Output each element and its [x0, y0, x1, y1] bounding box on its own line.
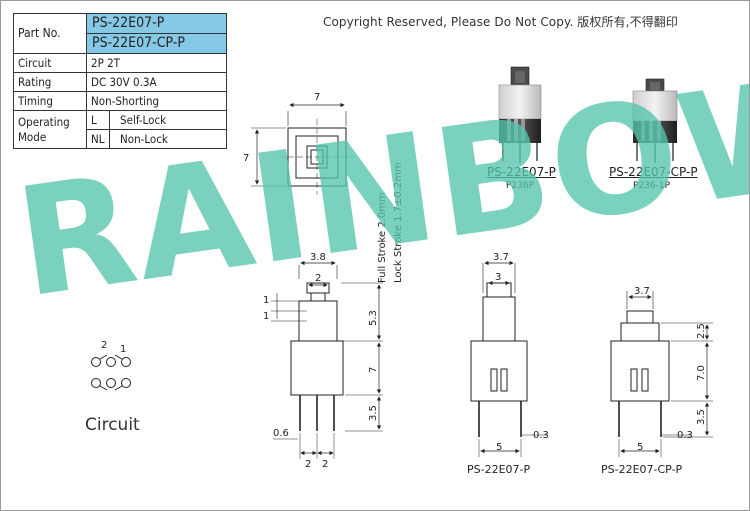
cp-body-height-dim: 7.0	[696, 365, 707, 381]
copyright-notice: Copyright Reserved, Please Do Not Copy. …	[323, 15, 678, 29]
side-inner-width-dim: 2	[315, 273, 321, 284]
cp-plunger-height-dim: 2.5	[696, 323, 707, 339]
side-top-width-dim: 3.8	[310, 252, 326, 263]
side-body-height-dim: 7	[368, 367, 379, 373]
circuit-row-label: Circuit	[13, 53, 87, 73]
side-pitch-left-dim: 2	[305, 459, 311, 470]
cp-pin-length-dim: 3.5	[696, 409, 707, 425]
side-step2-dim: 1	[263, 311, 269, 322]
mode-code-2: NL	[86, 129, 110, 149]
side-pitch-right-dim: 2	[322, 459, 328, 470]
p-pin-thickness-dim: 0.3	[533, 430, 549, 441]
front-view-ps-22e07-cp-p	[610, 291, 713, 457]
front-view-ps-22e07-p	[470, 260, 547, 457]
cp-body-width-dim: 5	[637, 442, 643, 453]
top-view-width-dim: 7	[314, 92, 320, 103]
product-photo-ps-22e07-p	[498, 66, 542, 163]
circuit-label: Circuit	[85, 415, 140, 435]
side-pin-width-dim: 0.6	[273, 428, 289, 439]
product-name-2: PS-22E07-CP-P	[609, 165, 698, 179]
side-step1-dim: 1	[263, 295, 269, 306]
side-view	[271, 260, 383, 459]
circuit-diagram	[91, 354, 131, 391]
product-code-2: P236-1P	[633, 181, 671, 191]
circuit-pin-label-2: 2	[101, 340, 107, 351]
top-view	[251, 102, 355, 195]
lock-stroke-label: Lock Stroke 1.7±0.2mm	[393, 162, 404, 283]
p-body-width-dim: 5	[496, 442, 502, 453]
p-top-width-dim: 3.7	[493, 252, 509, 263]
product-code-1: P236P	[506, 181, 535, 191]
circuit-pin-label-1: 1	[120, 344, 126, 355]
p-inner-width-dim: 3	[495, 272, 501, 283]
product-photo-ps-22e07-cp-p	[632, 78, 678, 163]
side-plunger-height-dim: 5.3	[368, 310, 379, 326]
mode-name-2: Non-Lock	[109, 129, 227, 149]
cp-top-width-dim: 3.7	[634, 286, 650, 297]
side-pin-length-dim: 3.5	[368, 405, 379, 421]
front-view-cp-name: PS-22E07-CP-P	[601, 463, 683, 476]
operating-mode-label: Operating Mode	[13, 110, 87, 149]
part-no-label: Part No.	[13, 13, 87, 54]
full-stroke-label: Full Stroke 2.0mm	[377, 192, 388, 283]
product-name-1: PS-22E07-P	[487, 165, 556, 179]
spec-table: Part No. PS-22E07-P PS-22E07-CP-P Circui…	[13, 13, 227, 149]
cp-pin-thickness-dim: 0.3	[677, 430, 693, 441]
front-view-p-name: PS-22E07-P	[467, 463, 531, 476]
top-view-height-dim: 7	[243, 153, 249, 164]
timing-row-value: Non-Shorting	[86, 91, 227, 111]
part-number-2: PS-22E07-CP-P	[86, 33, 227, 54]
